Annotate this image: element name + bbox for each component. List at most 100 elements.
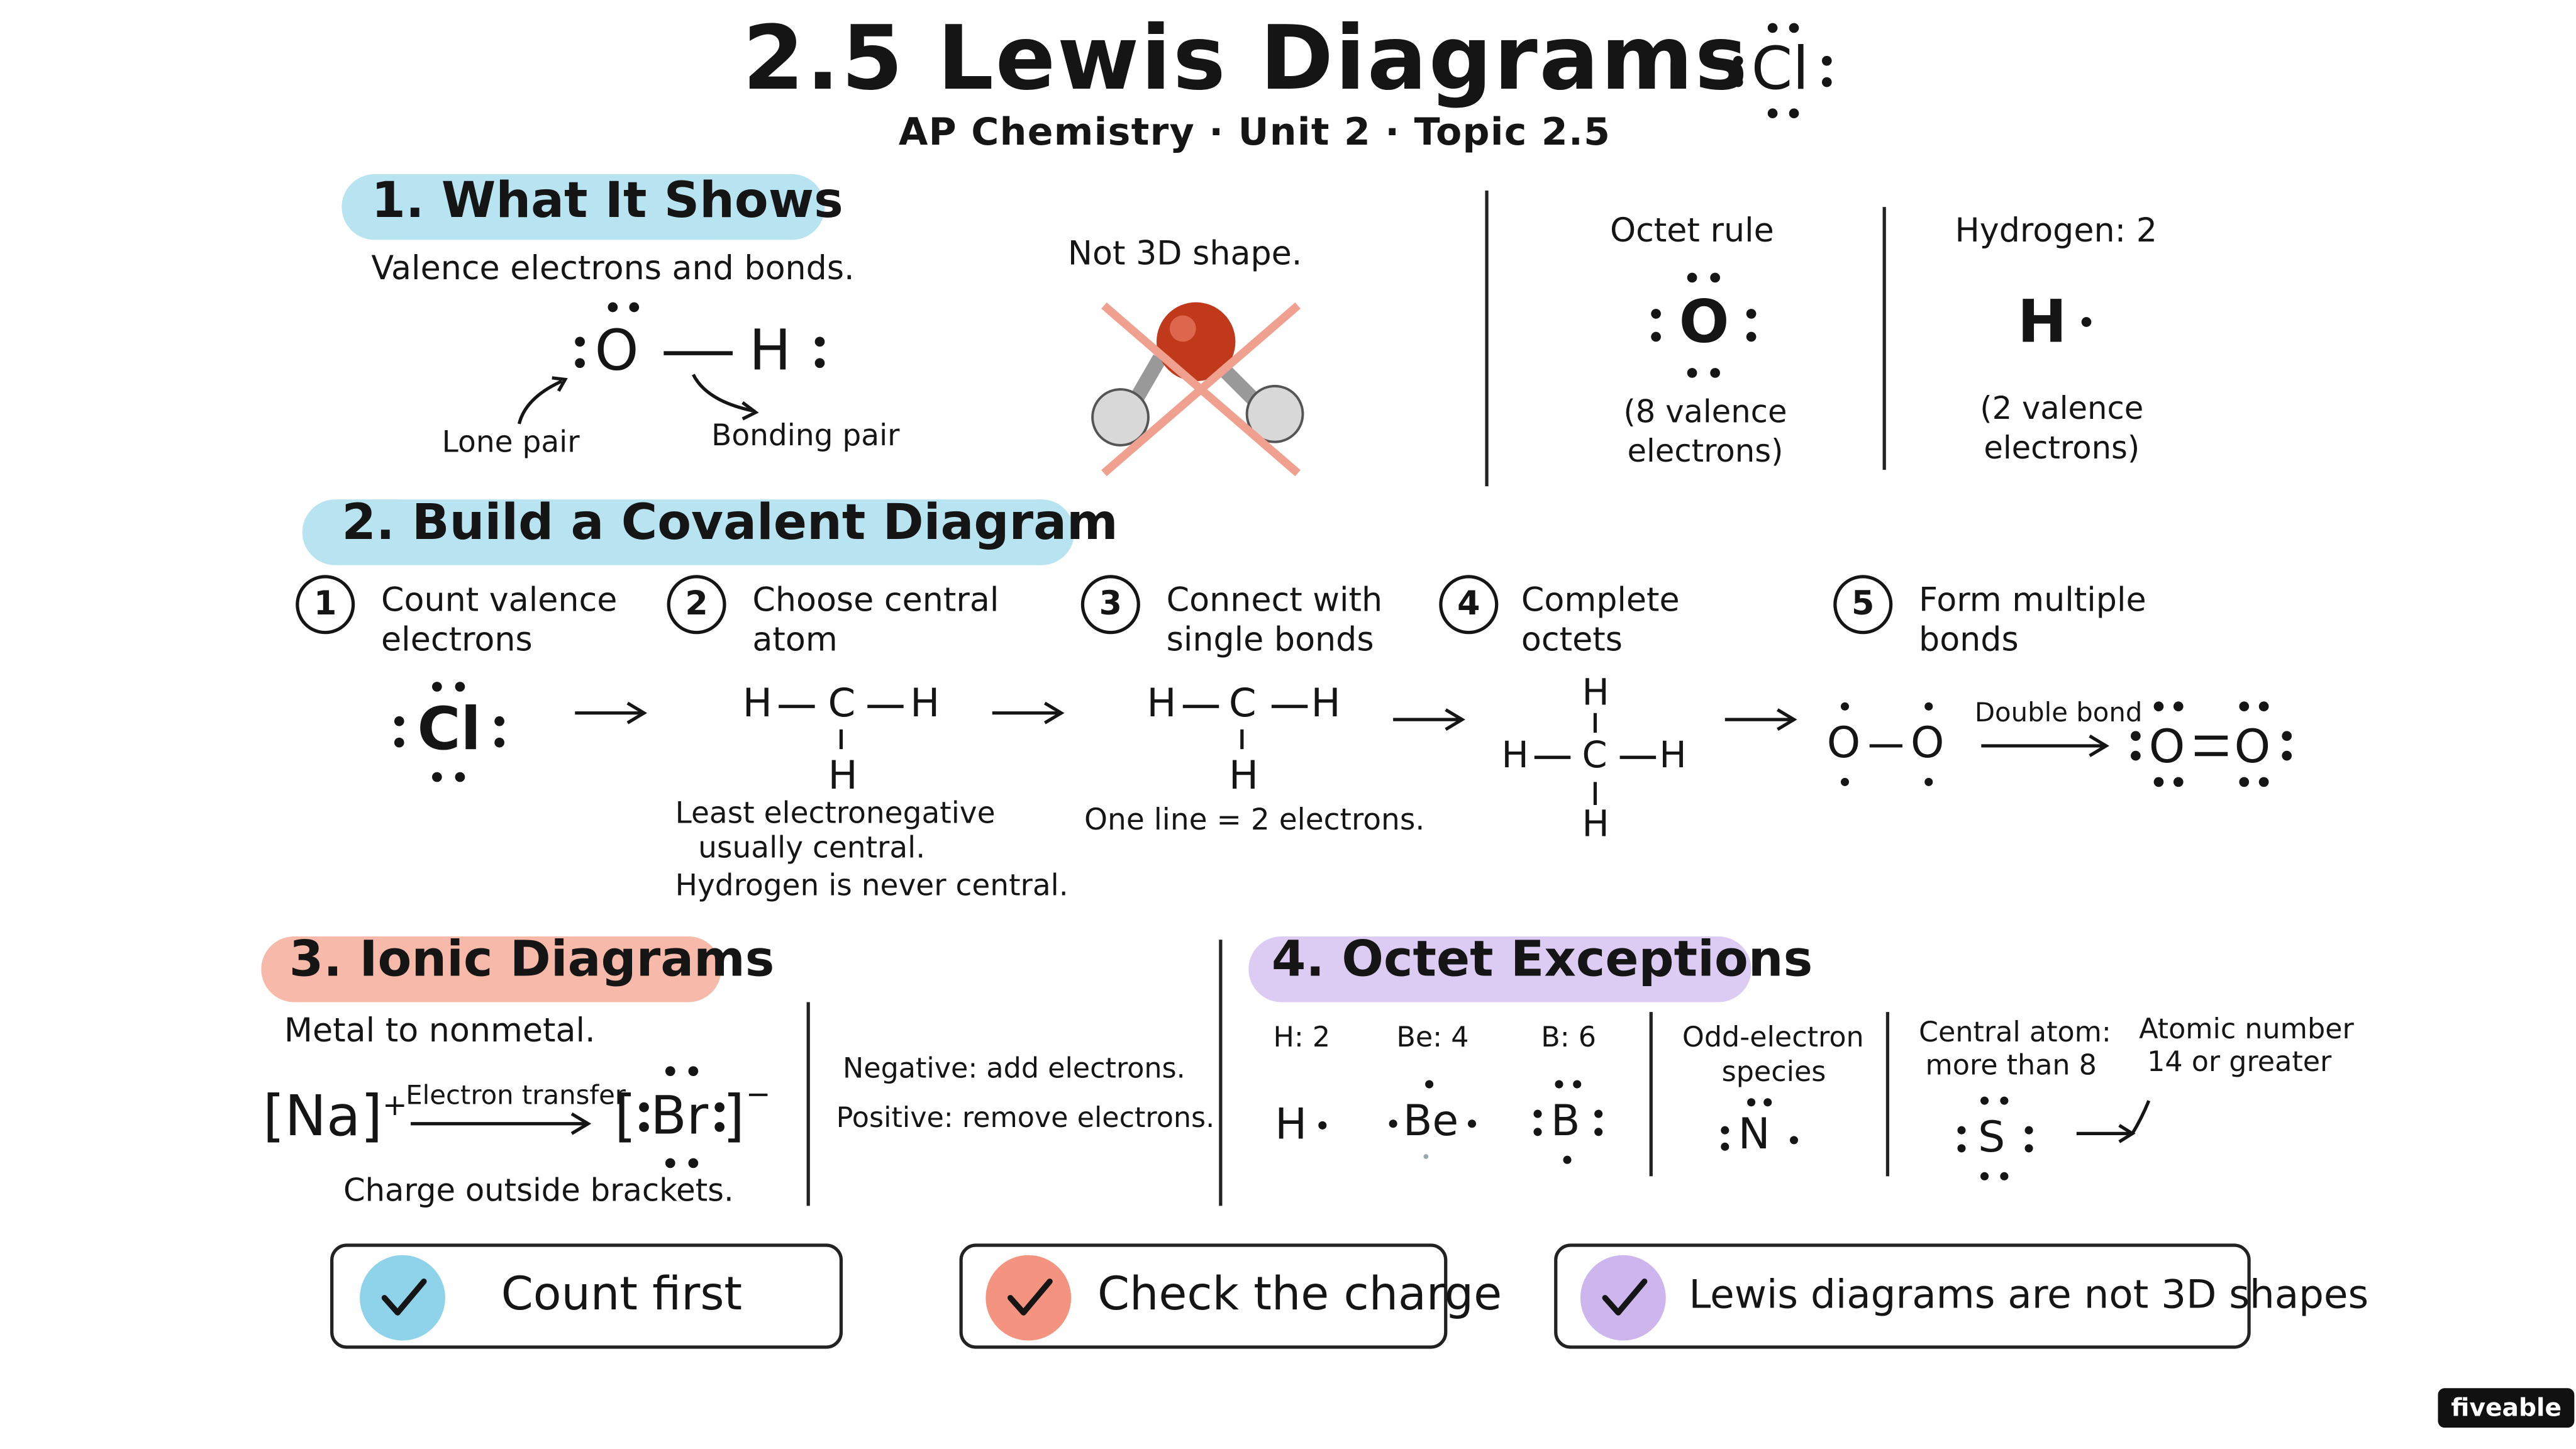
- water-lewis-dots: [575, 302, 825, 369]
- step5-double-bond-o2: O O: [2126, 697, 2297, 796]
- step3-label: Connect with single bonds: [1166, 580, 1383, 659]
- step4-h-left: H: [1501, 736, 1529, 777]
- section1-divider-left: [1485, 191, 1489, 487]
- bonding-pair-label: Bonding pair: [711, 419, 900, 453]
- exception-h-dot: [1318, 1121, 1327, 1130]
- step5-single-bond-o2: O O: [1820, 697, 1958, 792]
- step5-double-o-left: O: [2148, 719, 2185, 774]
- step-arrow-4: [1724, 708, 1797, 731]
- section3-heading: 3. Ionic Diagrams: [289, 931, 775, 989]
- step3-note: One line = 2 electrons.: [1084, 803, 1425, 838]
- step3-number: 3: [1080, 575, 1140, 635]
- section3-highlight: [261, 936, 721, 1002]
- step2-structure: H C H H: [736, 677, 953, 802]
- octet-rule-label: Octet rule: [1609, 210, 1774, 250]
- step2-c: C: [828, 680, 856, 726]
- electron-transfer-arrow: [411, 1112, 592, 1135]
- section1-heading: 1. What It Shows: [371, 172, 843, 230]
- step4-number: 4: [1439, 575, 1499, 635]
- expanded-s-dots: [1957, 1096, 2033, 1180]
- step5-number: 5: [1833, 575, 1893, 635]
- exception-h-label: H: 2: [1273, 1021, 1331, 1055]
- page-subtitle: AP Chemistry · Unit 2 · Topic 2.5: [898, 111, 1611, 155]
- exception-b-symbol: B: [1550, 1097, 1580, 1147]
- step3-h-left: H: [1146, 680, 1177, 726]
- checklist-item-count-first: Count first: [330, 1243, 843, 1349]
- section2-heading: 2. Build a Covalent Diagram: [341, 494, 1118, 552]
- checklist-label-3: Lewis diagrams are not 3D shapes: [1689, 1271, 2369, 1318]
- hydrogen-electron-dot: [2081, 317, 2092, 327]
- step2-number: 2: [667, 575, 726, 635]
- sodium-charge: +: [382, 1089, 408, 1123]
- exception-be-lewis: Be: [1383, 1074, 1485, 1166]
- check-icon: [381, 1278, 427, 1316]
- odd-electron-n-symbol: N: [1738, 1110, 1770, 1160]
- exception-b-dots: [1533, 1080, 1603, 1164]
- step2-h-right: H: [910, 680, 940, 726]
- step3-h-right: H: [1311, 680, 1341, 726]
- bromide-anion: [ Br ] −: [614, 1061, 779, 1173]
- step3-structure: H C H H: [1140, 677, 1357, 802]
- step1-chlorine-dots: [394, 682, 504, 782]
- exception-b-lewis: B: [1528, 1074, 1610, 1170]
- step-arrow-1: [575, 701, 648, 724]
- checklist-item-not-3d: Lewis diagrams are not 3D shapes: [1554, 1243, 2368, 1349]
- octet-oxygen-symbol: O: [1679, 289, 1729, 357]
- step4-c: C: [1582, 736, 1607, 777]
- step3-c: C: [1228, 680, 1257, 726]
- double-bond-label: Double bond: [1974, 696, 2143, 728]
- hydrogen-note: (2 valence electrons): [1980, 391, 2144, 467]
- bromide-bracket-right: ]: [723, 1084, 745, 1150]
- step4-h-bottom: H: [1582, 804, 1609, 847]
- section1-highlight: [341, 174, 825, 240]
- title-chlorine-symbol: Cl: [1728, 13, 1836, 125]
- checklist-circle-1: [360, 1255, 445, 1341]
- section3-4-divider: [1219, 940, 1223, 1206]
- step5-double-dots: [2131, 701, 2292, 787]
- section4-highlight: [1248, 936, 1752, 1002]
- sodium-symbol: Na: [284, 1084, 361, 1150]
- exception-b-label: B: 6: [1541, 1021, 1597, 1055]
- page-title: 2.5 Lewis Diagrams: [742, 6, 1750, 111]
- step2-h-left: H: [742, 680, 772, 726]
- electron-transfer-label: Electron transfer: [406, 1079, 626, 1111]
- section1-description: Valence electrons and bonds.: [371, 248, 855, 288]
- check-icon: [1602, 1278, 1648, 1316]
- expanded-s-symbol: S: [1978, 1114, 2006, 1163]
- section4-heading: 4. Octet Exceptions: [1271, 931, 1813, 989]
- octet-rule-note: (8 valence electrons): [1623, 394, 1787, 470]
- step1-label: Count valence electrons: [381, 580, 618, 659]
- step4-h-right: H: [1659, 736, 1687, 777]
- checklist-circle-2: [985, 1255, 1072, 1341]
- step4-structure: H H C H H: [1495, 670, 1699, 851]
- step2-note-line2: usually central.: [698, 831, 926, 866]
- expanded-s-lewis: S: [1951, 1091, 2040, 1187]
- expanded-label-line2: more than 8: [1925, 1050, 2097, 1083]
- octet-oxygen-lewis: O: [1643, 266, 1764, 384]
- step5-o-left: O: [1826, 719, 1861, 769]
- fiveable-logo: fiveable: [2438, 1388, 2575, 1428]
- step1-chlorine-lewis: Cl: [387, 677, 513, 785]
- step4-bonds: [1534, 713, 1657, 805]
- title-chlorine-dots: [1733, 23, 1832, 119]
- octet-oxygen-dots: [1651, 272, 1757, 378]
- sodium-cation: [Na]+: [262, 1084, 408, 1150]
- step3-h-bottom: H: [1228, 752, 1259, 799]
- step-arrow-2: [992, 701, 1065, 724]
- section3-divider: [806, 1002, 810, 1206]
- step2-h-bottom: H: [828, 752, 858, 799]
- section4-divider-1: [1649, 1012, 1653, 1177]
- odd-electron-label-line2: species: [1721, 1056, 1826, 1089]
- double-bond-arrow: [1981, 735, 2109, 757]
- section2-highlight: [302, 499, 1075, 565]
- exception-be-symbol: Be: [1402, 1097, 1459, 1147]
- water-oxygen: O: [594, 318, 639, 385]
- step5-single-dots: [1840, 702, 1933, 786]
- exception-be-label: Be: 4: [1396, 1021, 1469, 1055]
- checklist-item-check-charge: Check the charge: [959, 1243, 1502, 1349]
- exception-be-dots: [1389, 1080, 1477, 1159]
- step2-note-line3: Hydrogen is never central.: [675, 869, 1069, 904]
- atomic-number-line1: Atomic number: [2139, 1013, 2354, 1046]
- section3-description: Metal to nonmetal.: [284, 1010, 596, 1050]
